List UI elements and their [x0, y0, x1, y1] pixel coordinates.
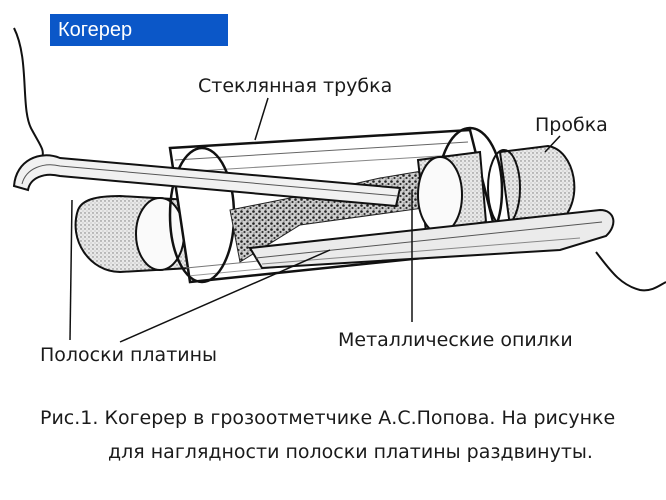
- leader-plug: [544, 135, 561, 153]
- leader-strips-2: [119, 249, 331, 343]
- label-metal-filings: Металлические опилки: [338, 329, 573, 351]
- label-glass-tube: Стеклянная трубка: [198, 75, 392, 97]
- caption-line-2: для наглядности полоски платины раздвину…: [108, 441, 593, 463]
- left-platinum-strip: [12, 154, 402, 208]
- inner-plug: [416, 150, 488, 234]
- right-platinum-strip: [248, 208, 615, 270]
- right-wire: [595, 251, 666, 292]
- slide-title: Когерер: [50, 14, 228, 46]
- leader-glass-tube: [254, 97, 269, 141]
- left-plug: [74, 194, 191, 274]
- left-wire: [13, 27, 44, 159]
- label-plug: Пробка: [535, 114, 608, 136]
- leader-strips-1: [69, 199, 73, 341]
- label-platinum-strips: Полоски платины: [40, 344, 217, 366]
- caption-line-1: Рис.1. Когерер в грозоотметчике А.С.Попо…: [40, 407, 615, 429]
